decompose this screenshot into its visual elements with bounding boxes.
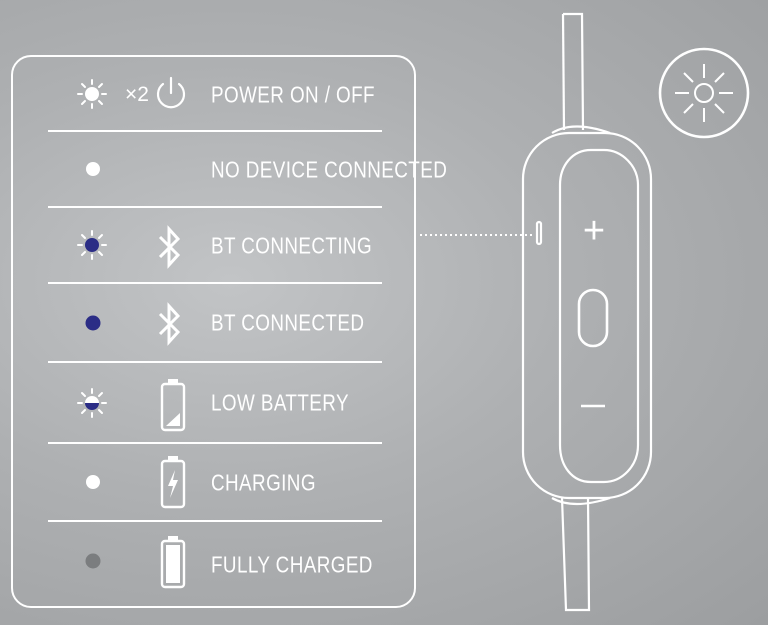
legend-divider [48,206,382,208]
plus-label: + [583,210,605,252]
led-blue-flash-icon [77,230,107,260]
bluetooth-icon [158,302,181,346]
led-white-solid-icon [86,162,100,176]
remote-body [521,125,653,506]
led-light-icon [658,47,750,139]
status-legend-panel: ×2 POWER ON / OFF NO DEVICE CONNECTED [11,55,447,608]
battery-full-icon [160,536,186,589]
legend-row-power: ×2 POWER ON / OFF [13,57,414,132]
legend-label-bt-connected: BT CONNECTED [211,309,365,336]
legend-divider [48,520,382,522]
flash-count: ×2 [125,82,149,106]
bluetooth-icon [158,225,181,269]
battery-charging-icon [160,456,186,509]
legend-label-fully-charged: FULLY CHARGED [211,551,373,577]
led-white-flash-icon [77,79,107,109]
legend-label-charging: CHARGING [211,469,316,495]
volume-up-button[interactable]: + [583,210,605,252]
legend-row-bt-connected: BT CONNECTED [13,284,414,362]
legend-divider [48,442,382,444]
power-icon [156,76,186,109]
multifunction-button[interactable] [577,288,609,348]
legend-row-no-device: NO DEVICE CONNECTED [13,132,447,207]
legend-row-fully-charged: FULLY CHARGED [13,522,414,607]
legend-row-bt-connecting: BT CONNECTING [13,208,414,283]
legend-row-low-battery: LOW BATTERY [13,363,414,443]
legend-row-charging: CHARGING [13,444,414,521]
legend-label-no-device: NO DEVICE CONNECTED [211,156,448,182]
legend-label-power: POWER ON / OFF [211,81,375,107]
led-grey-solid-icon [85,553,101,569]
legend-label-bt-connecting: BT CONNECTING [211,232,373,258]
led-blue-solid-icon [85,315,101,331]
legend-label-low-battery: LOW BATTERY [211,389,349,416]
legend-divider [48,361,382,363]
battery-low-icon [160,379,186,432]
legend-divider [48,282,382,284]
legend-divider [48,130,382,132]
led-white-solid-icon [86,475,100,489]
led-half-flash-icon [77,388,107,418]
cable [560,12,591,612]
